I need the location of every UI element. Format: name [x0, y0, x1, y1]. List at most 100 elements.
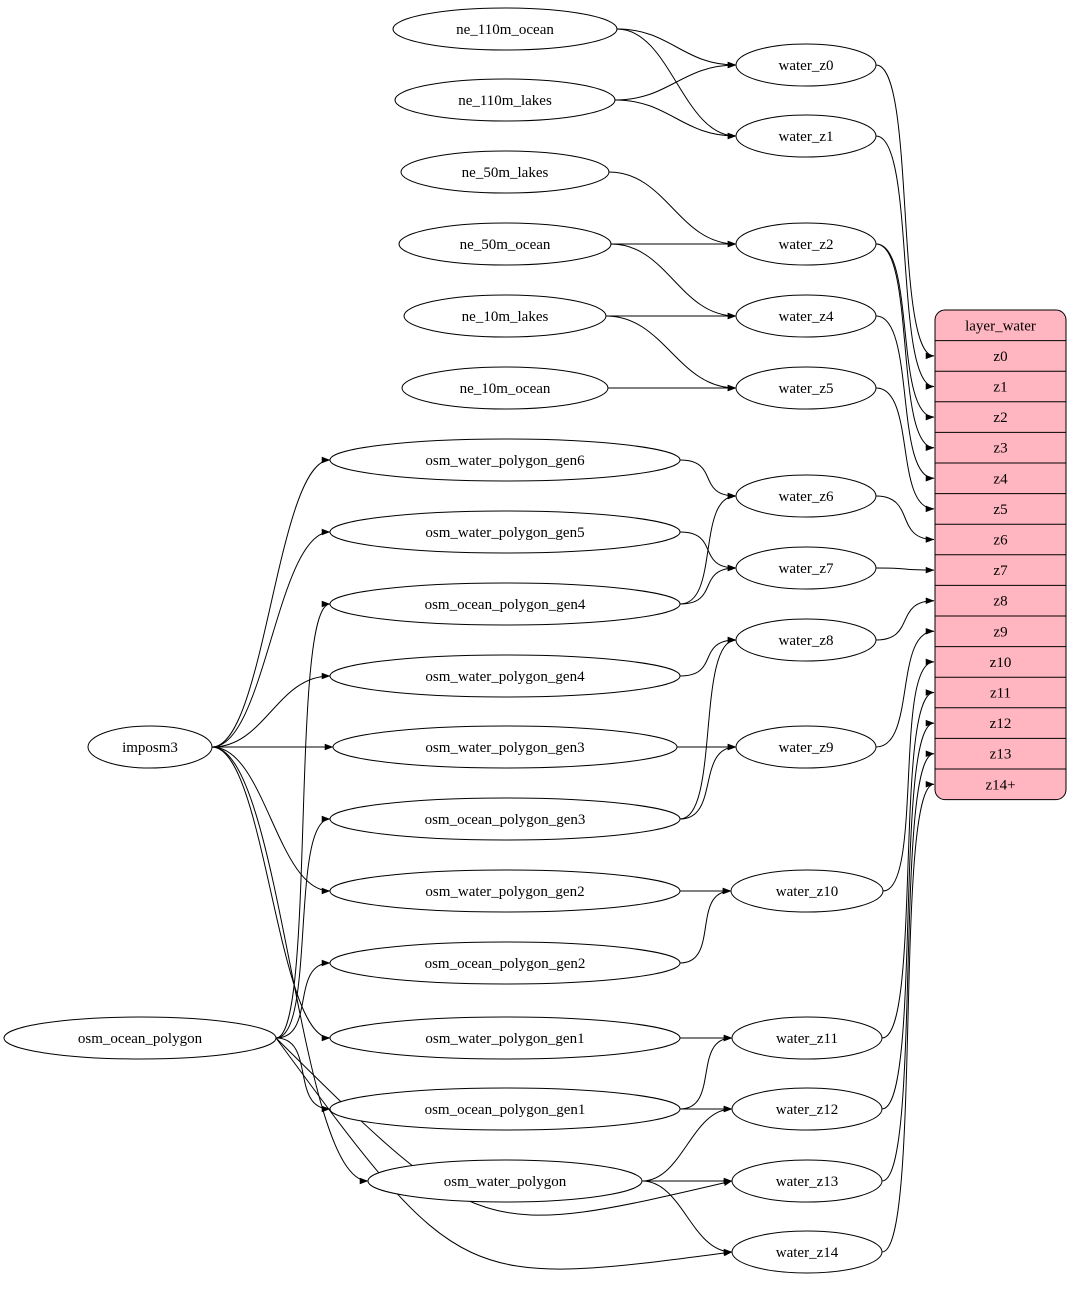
node-osm-water-polygon-gen3: osm_water_polygon_gen3 [332, 725, 678, 769]
node-shape-osm-ocean-polygon [3, 1016, 277, 1060]
node-label-osm-ocean-polygon-gen1: osm_ocean_polygon_gen1 [425, 1102, 586, 1118]
node-water-z1: water_z1 [735, 114, 877, 158]
node-label-water-z5: water_z5 [779, 381, 834, 397]
edge-water-z12-to-layer-water-z12 [881, 719, 935, 1110]
node-osm-ocean-polygon-gen4: osm_ocean_polygon_gen4 [329, 582, 681, 626]
edge-osm-water-polygon-to-water-z14 [641, 1180, 733, 1256]
node-label-osm-water-polygon-gen2: osm_water_polygon_gen2 [425, 884, 584, 900]
node-shape-ne-10m-ocean [401, 366, 609, 410]
edge-osm-water-polygon-to-water-z12 [641, 1105, 733, 1182]
node-shape-water-z10 [730, 869, 884, 913]
edge-imposm3-to-osm-water-polygon-gen1 [211, 746, 331, 1042]
node-shape-ne-110m-ocean [392, 7, 618, 51]
table-row-z1: z1 [993, 380, 1007, 396]
edge-water-z2-to-layer-water-z2 [875, 243, 935, 421]
node-shape-water-z2 [735, 222, 877, 266]
edge-water-z13-to-layer-water-z13 [881, 750, 935, 1182]
node-shape-ne-50m-lakes [400, 150, 610, 194]
table-row-z10: z10 [990, 655, 1012, 671]
node-label-water-z4: water_z4 [779, 309, 834, 325]
node-osm-water-polygon-gen4: osm_water_polygon_gen4 [329, 654, 681, 698]
edge-water-z10-to-layer-water-z10 [882, 658, 935, 892]
node-shape-osm-water-polygon-gen6 [329, 438, 681, 482]
node-shape-osm-water-polygon-gen5 [329, 510, 681, 554]
edge-imposm3-to-osm-water-polygon [211, 746, 369, 1185]
node-osm-ocean-polygon-gen1: osm_ocean_polygon_gen1 [329, 1087, 681, 1131]
node-ne-50m-lakes: ne_50m_lakes [400, 150, 610, 194]
node-label-water-z2: water_z2 [779, 237, 834, 253]
node-imposm3: imposm3 [87, 725, 213, 769]
node-osm-water-polygon-gen1: osm_water_polygon_gen1 [329, 1016, 681, 1060]
node-label-water-z0: water_z0 [779, 58, 834, 74]
node-osm-water-polygon-gen5: osm_water_polygon_gen5 [329, 510, 681, 554]
edge-water-z5-to-layer-water-z5 [875, 387, 935, 513]
edge-osm-ocean-polygon-gen4-to-water-z7 [679, 564, 737, 605]
edge-water-z4-to-layer-water-z4 [875, 315, 935, 482]
edge-osm-ocean-polygon-to-osm-ocean-polygon-gen2 [275, 959, 331, 1039]
node-shape-water-z9 [735, 725, 877, 769]
node-water-z0: water_z0 [735, 43, 877, 87]
edges-layer [211, 28, 935, 1270]
table-row-z0: z0 [993, 349, 1007, 365]
edge-imposm3-to-osm-water-polygon-gen4 [211, 672, 331, 748]
node-label-osm-water-polygon-gen6: osm_water_polygon_gen6 [425, 453, 585, 469]
node-label-water-z8: water_z8 [779, 633, 834, 649]
node-label-water-z11: water_z11 [776, 1031, 838, 1047]
table-row-z14-: z14+ [985, 777, 1015, 793]
nodes-layer: ne_110m_oceanne_110m_lakesne_50m_lakesne… [3, 7, 884, 1274]
node-osm-water-polygon-gen6: osm_water_polygon_gen6 [329, 438, 681, 482]
edge-imposm3-to-osm-water-polygon-gen6 [211, 456, 331, 748]
node-water-z4: water_z4 [735, 294, 877, 338]
node-label-water-z7: water_z7 [779, 561, 834, 577]
node-shape-water-z5 [735, 366, 877, 410]
node-label-osm-water-polygon-gen4: osm_water_polygon_gen4 [425, 669, 585, 685]
edge-ne-50m-ocean-to-water-z4 [610, 243, 737, 320]
node-label-water-z6: water_z6 [779, 489, 834, 505]
edge-ne-110m-lakes-to-water-z0 [614, 61, 737, 101]
edge-water-z14-to-layer-water-z14- [881, 781, 935, 1253]
node-shape-osm-ocean-polygon-gen4 [329, 582, 681, 626]
edge-water-z8-to-layer-water-z8 [875, 597, 935, 641]
node-shape-water-z0 [735, 43, 877, 87]
node-shape-osm-water-polygon-gen4 [329, 654, 681, 698]
node-label-osm-ocean-polygon: osm_ocean_polygon [78, 1031, 203, 1047]
edge-osm-ocean-polygon-gen1-to-water-z11 [679, 1034, 733, 1110]
edge-water-z1-to-layer-water-z1 [875, 135, 935, 390]
node-water-z7: water_z7 [735, 546, 877, 590]
node-ne-10m-ocean: ne_10m_ocean [401, 366, 609, 410]
node-label-osm-water-polygon-gen1: osm_water_polygon_gen1 [425, 1031, 584, 1047]
node-shape-osm-water-polygon [367, 1159, 643, 1203]
node-shape-water-z1 [735, 114, 877, 158]
node-label-osm-water-polygon: osm_water_polygon [444, 1174, 567, 1190]
table-row-z11: z11 [990, 686, 1011, 702]
node-label-ne-10m-lakes: ne_10m_lakes [462, 309, 549, 325]
node-water-z9: water_z9 [735, 725, 877, 769]
table-header-label: layer_water [965, 318, 1036, 334]
node-label-ne-50m-ocean: ne_50m_ocean [460, 237, 551, 253]
node-shape-water-z11 [731, 1016, 883, 1060]
table-row-z13: z13 [990, 747, 1012, 763]
table-row-z12: z12 [990, 716, 1012, 732]
node-water-z2: water_z2 [735, 222, 877, 266]
edge-osm-water-polygon-gen4-to-water-z8 [679, 636, 737, 677]
edge-water-z0-to-layer-water-z0 [875, 64, 935, 360]
node-label-water-z12: water_z12 [776, 1102, 838, 1118]
edge-ne-110m-ocean-to-water-z0 [616, 28, 737, 69]
edge-osm-ocean-polygon-to-osm-ocean-polygon-gen3 [275, 815, 331, 1039]
table-row-z6: z6 [993, 533, 1008, 549]
table-row-z7: z7 [993, 563, 1008, 579]
table-row-z9: z9 [993, 624, 1007, 640]
node-label-ne-50m-lakes: ne_50m_lakes [462, 165, 549, 181]
node-osm-water-polygon-gen2: osm_water_polygon_gen2 [329, 869, 681, 913]
node-water-z5: water_z5 [735, 366, 877, 410]
edge-osm-ocean-polygon-gen3-to-water-z9 [679, 743, 737, 820]
node-osm-ocean-polygon-gen3: osm_ocean_polygon_gen3 [329, 797, 681, 841]
node-water-z11: water_z11 [731, 1016, 883, 1060]
edge-ne-50m-lakes-to-water-z2 [608, 171, 737, 248]
edge-osm-water-polygon-gen6-to-water-z6 [679, 459, 737, 500]
table-row-z2: z2 [993, 410, 1007, 426]
node-water-z6: water_z6 [735, 474, 877, 518]
node-osm-ocean-polygon-gen2: osm_ocean_polygon_gen2 [329, 941, 681, 985]
node-label-imposm3: imposm3 [122, 740, 178, 756]
